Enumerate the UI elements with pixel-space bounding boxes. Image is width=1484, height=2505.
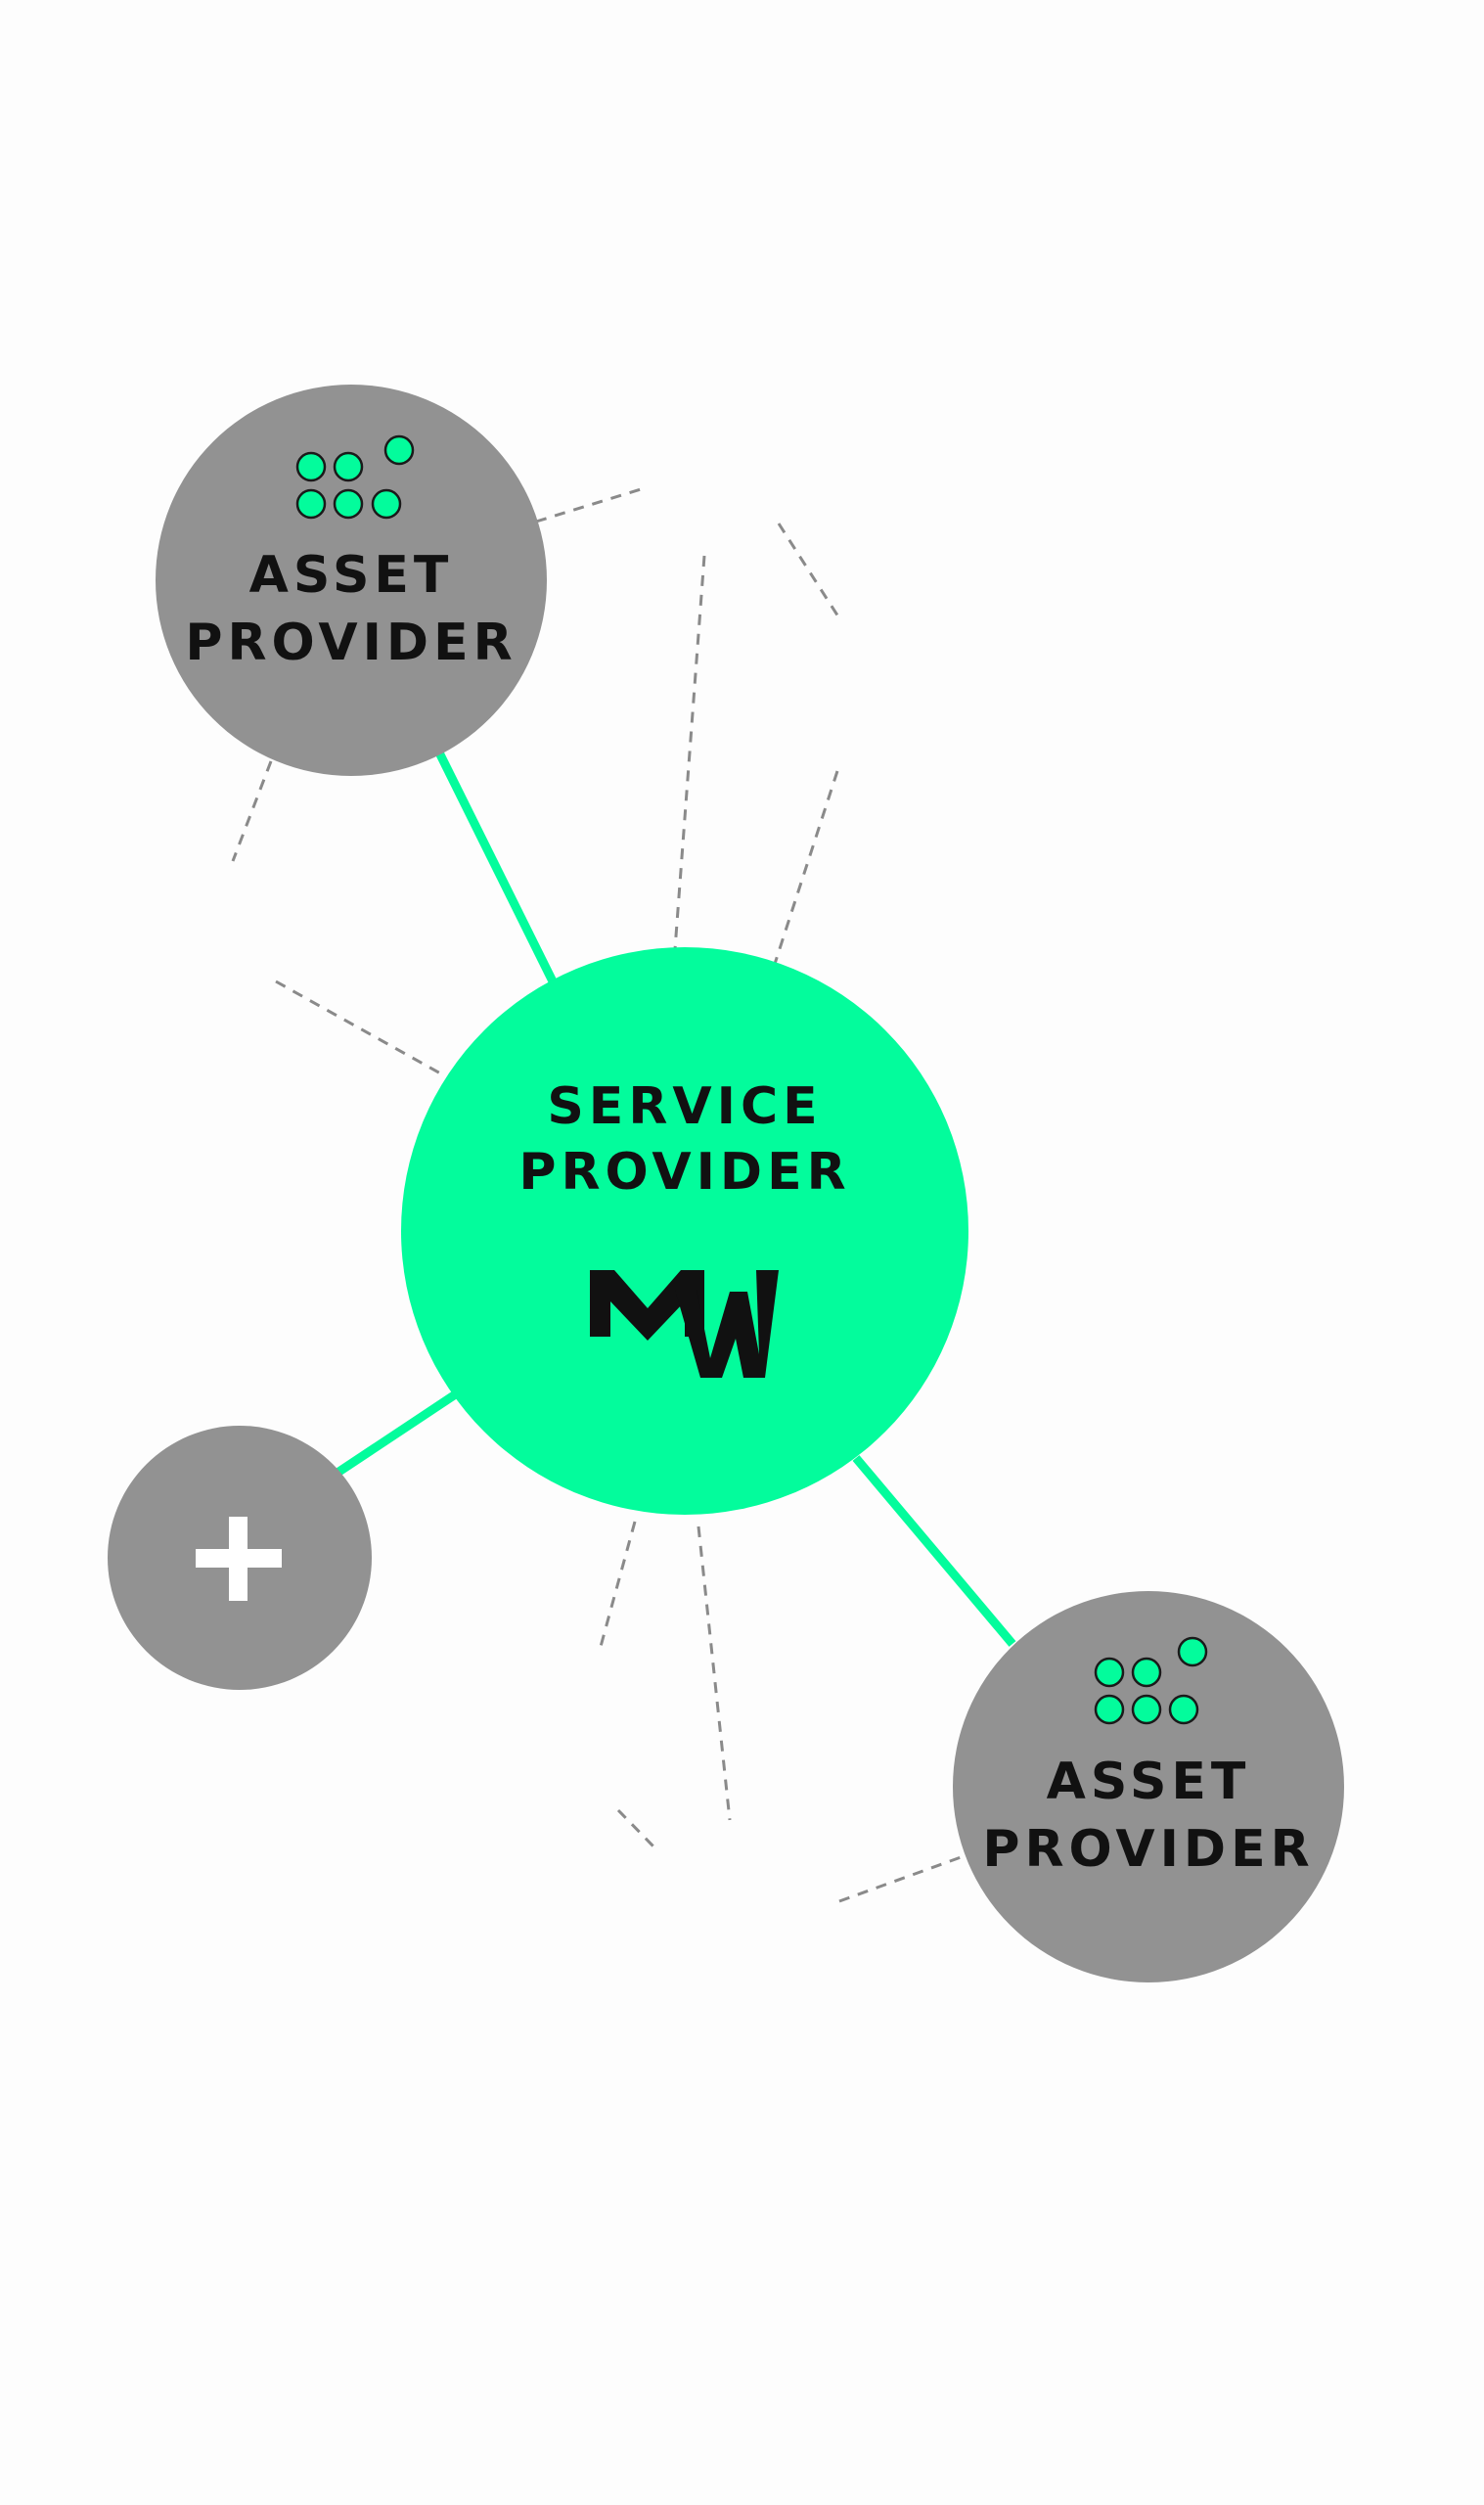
dashed-line [535, 487, 642, 524]
mw-logo-m [590, 1270, 704, 1341]
dot [371, 488, 402, 520]
dashed-line [773, 770, 839, 965]
dot [295, 451, 327, 482]
service-provider-circle [401, 947, 968, 1515]
dot [383, 434, 415, 466]
dashed-line [597, 1521, 637, 1655]
service-provider-line1: SERVICE [547, 1077, 822, 1136]
connector-bottom-asset [852, 1455, 1016, 1647]
asset-provider-bottom-line2: PROVIDER [982, 1820, 1314, 1879]
dashed-line [275, 979, 443, 1076]
dashed-line [616, 1808, 655, 1848]
solid-connectors [335, 745, 1016, 1647]
connector-top-asset [431, 745, 559, 985]
dots-cluster-icon [295, 434, 415, 520]
dot [1094, 1657, 1125, 1688]
service-provider-node[interactable]: SERVICE PROVIDER [401, 947, 968, 1515]
dashed-line [673, 555, 706, 950]
plus-vertical [229, 1517, 247, 1601]
dot [1131, 1694, 1162, 1725]
connector-add-node [335, 1388, 463, 1477]
dot [1131, 1657, 1162, 1688]
asset-provider-top-node[interactable]: ASSET PROVIDER [156, 385, 547, 776]
plus-icon [196, 1517, 282, 1601]
dashed-line [231, 760, 273, 862]
add-node[interactable] [108, 1426, 372, 1690]
asset-provider-bottom-circle [953, 1591, 1344, 1982]
asset-provider-bottom-line1: ASSET [1047, 1753, 1251, 1811]
dot [295, 488, 327, 520]
dashed-connectors [231, 487, 965, 1903]
dot [1168, 1694, 1199, 1725]
mw-logo-icon [590, 1270, 779, 1378]
dashed-line [777, 523, 843, 622]
dots-cluster-icon [1094, 1636, 1208, 1725]
asset-provider-top-line1: ASSET [249, 546, 454, 605]
dot [1177, 1636, 1208, 1667]
dashed-line [697, 1526, 732, 1821]
asset-provider-top-line2: PROVIDER [185, 614, 517, 672]
dot [333, 488, 364, 520]
mw-logo-w [675, 1270, 779, 1378]
dashed-line [838, 1854, 965, 1903]
dot [333, 451, 364, 482]
asset-provider-top-circle [156, 385, 547, 776]
dot [1094, 1694, 1125, 1725]
asset-provider-bottom-node[interactable]: ASSET PROVIDER [953, 1591, 1344, 1982]
service-provider-line2: PROVIDER [518, 1143, 850, 1202]
